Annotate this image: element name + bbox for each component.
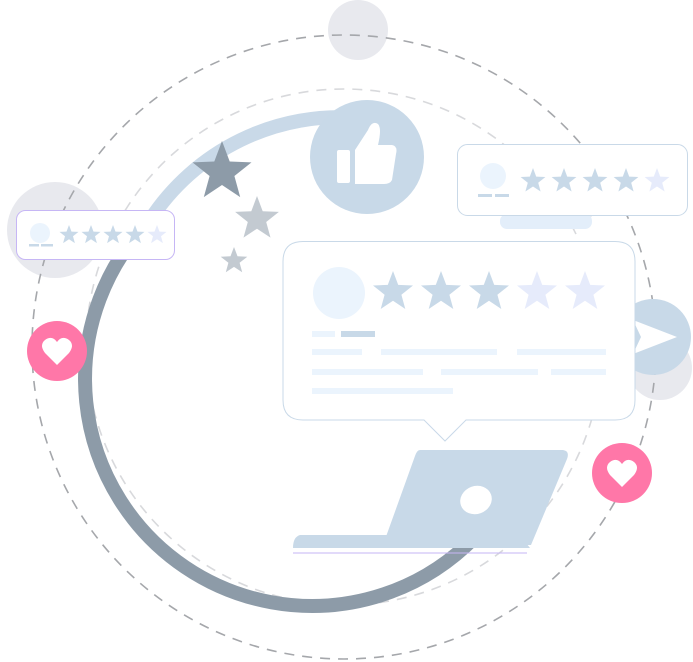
avatar-icon: [30, 223, 50, 243]
star-filled-icon: [613, 168, 639, 192]
star-filled-icon: [582, 168, 608, 192]
review-card-left: [16, 210, 175, 260]
star-filled-icon: [469, 271, 509, 309]
send-icon: [633, 320, 677, 354]
main-review-bubble: [282, 241, 636, 442]
heart-icon: [42, 337, 72, 365]
large-star-icon: [192, 141, 252, 198]
top-bubble: [328, 0, 388, 60]
star-filled-icon: [125, 225, 145, 244]
heart-badge-left: [27, 321, 87, 381]
star-filled-icon: [551, 168, 577, 192]
small-star-icon: [220, 247, 248, 273]
star-empty-icon: [517, 271, 557, 309]
card-pill: [500, 214, 592, 229]
avatar-icon: [313, 267, 365, 319]
thumbs-up-badge: [310, 100, 424, 214]
laptop-icon: [293, 450, 568, 554]
star-filled-icon: [59, 225, 79, 244]
star-empty-icon: [644, 168, 670, 192]
star-filled-icon: [520, 168, 546, 192]
thumbs-up-icon: [337, 122, 397, 184]
avatar-icon: [480, 163, 506, 189]
star-empty-icon: [147, 225, 167, 244]
star-filled-icon: [103, 225, 123, 244]
star-filled-icon: [373, 271, 413, 309]
heart-icon: [607, 459, 637, 487]
decorative-stars: [192, 141, 279, 273]
review-text-lines: [312, 331, 606, 394]
star-filled-icon: [81, 225, 101, 244]
medium-star-icon: [235, 196, 279, 238]
star-empty-icon: [565, 271, 605, 309]
star-filled-icon: [421, 271, 461, 309]
review-card-top-right: [457, 144, 688, 216]
heart-badge-right: [592, 443, 652, 503]
ring-dark-arc: [78, 213, 527, 613]
